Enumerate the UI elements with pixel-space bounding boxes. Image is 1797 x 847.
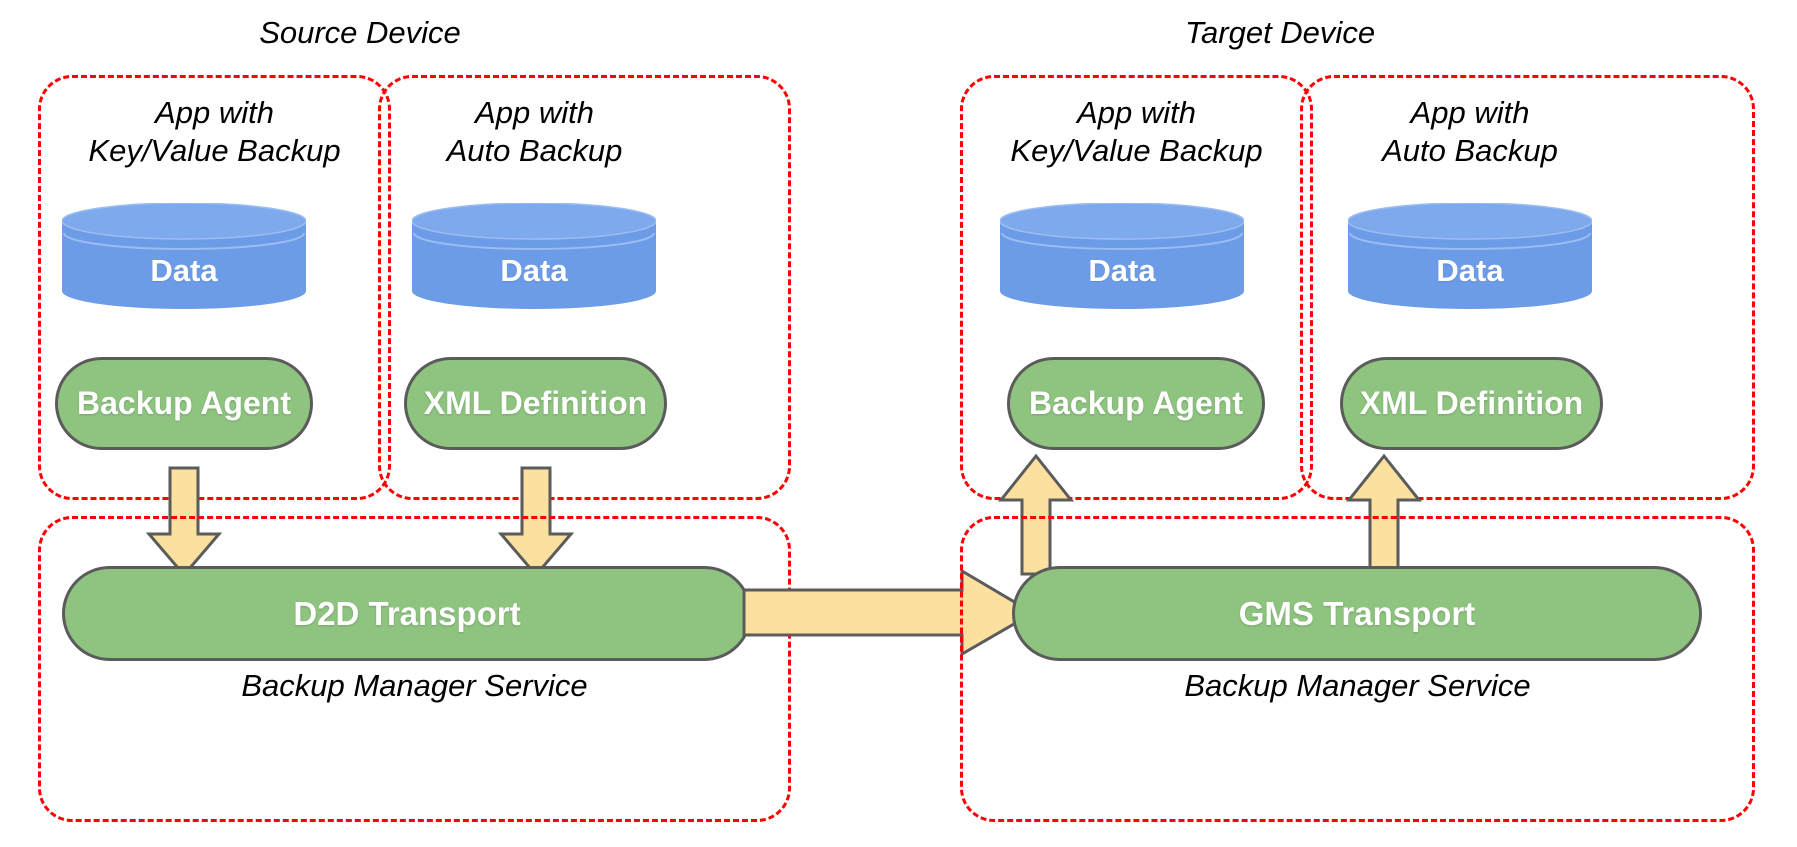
app-container-source-kv xyxy=(38,75,391,500)
device-title-source: Source Device xyxy=(259,15,461,50)
service-caption-target: Backup Manager Service xyxy=(1184,668,1531,703)
app-title-target-kv: App with Key/Value Backup xyxy=(1010,95,1263,168)
service-caption-source: Backup Manager Service xyxy=(241,668,588,703)
flow-arrow-source-auto-down xyxy=(497,466,575,578)
service-container-target xyxy=(960,516,1755,822)
data-cylinder-label-target-auto: Data xyxy=(1436,253,1504,288)
app-container-target-auto xyxy=(1300,75,1755,500)
app-container-target-kv xyxy=(960,75,1313,500)
service-container-source xyxy=(38,516,791,822)
app-title-source-kv: App with Key/Value Backup xyxy=(88,95,341,168)
app-title-source-auto: App with Auto Backup xyxy=(446,95,623,168)
data-cylinder-label-target-kv: Data xyxy=(1088,253,1156,288)
transport-pill-gms[interactable]: GMS Transport xyxy=(1012,566,1702,661)
component-pill-target-auto[interactable]: XML Definition xyxy=(1340,357,1603,450)
data-cylinder-target-auto: Data xyxy=(1348,203,1592,309)
component-pill-source-auto[interactable]: XML Definition xyxy=(404,357,667,450)
data-cylinder-label-source-auto: Data xyxy=(500,253,568,288)
app-container-source-auto xyxy=(378,75,791,500)
data-cylinder-source-auto: Data xyxy=(412,203,656,309)
component-pill-source-kv[interactable]: Backup Agent xyxy=(55,357,313,450)
transport-pill-d2d[interactable]: D2D Transport xyxy=(62,566,752,661)
flow-arrow-source-kv-down xyxy=(145,466,223,578)
data-cylinder-source-kv: Data xyxy=(62,203,306,309)
app-title-target-auto: App with Auto Backup xyxy=(1382,95,1558,168)
component-pill-target-kv[interactable]: Backup Agent xyxy=(1007,357,1265,450)
data-cylinder-target-kv: Data xyxy=(1000,203,1244,309)
data-cylinder-label-source-kv: Data xyxy=(150,253,218,288)
device-title-target: Target Device xyxy=(1184,15,1376,50)
